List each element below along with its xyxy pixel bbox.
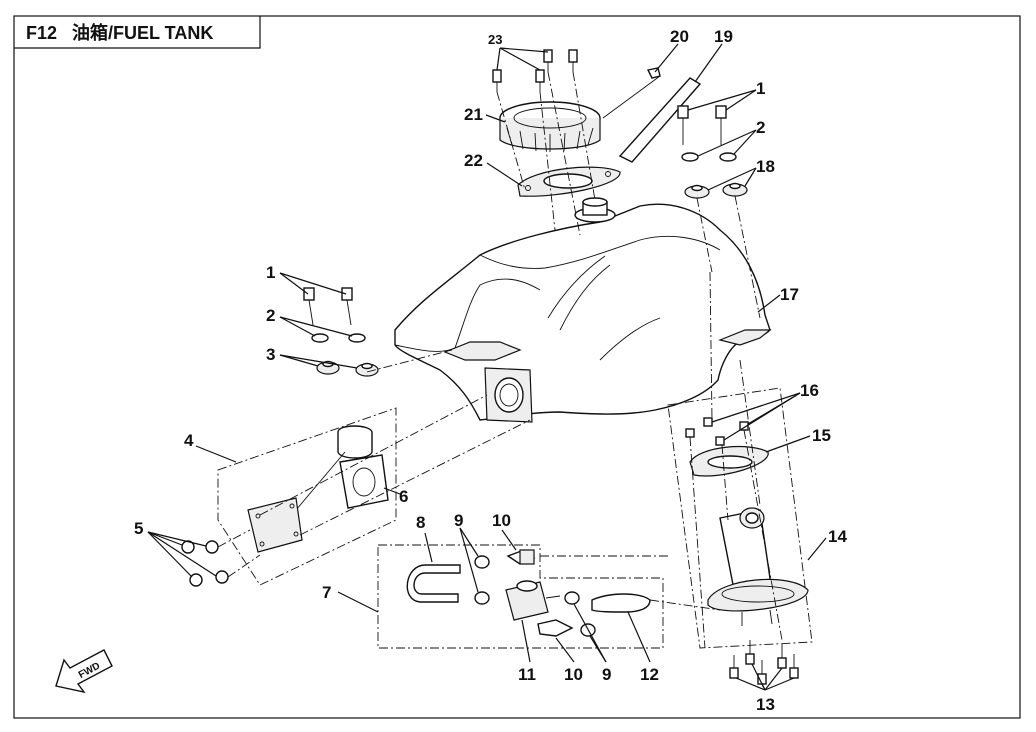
callout-16: 16 <box>800 381 819 400</box>
callout-8: 8 <box>416 513 425 532</box>
callout-23: 23 <box>488 32 502 47</box>
callout-5: 5 <box>134 519 143 538</box>
fuel-pump-14 <box>707 507 809 626</box>
pump-nuts-16 <box>685 417 749 446</box>
cap-screws <box>492 49 578 92</box>
callout-10-top: 10 <box>492 511 511 530</box>
callout-6: 6 <box>399 487 408 506</box>
fuel-cap-ring <box>499 101 601 152</box>
callout-10-bottom: 10 <box>564 665 583 684</box>
callout-18: 18 <box>756 157 775 176</box>
callout-2-left: 2 <box>266 306 275 325</box>
left-mount-bolts <box>303 287 379 377</box>
callout-21: 21 <box>464 105 483 124</box>
callout-7: 7 <box>322 583 331 602</box>
pump-retainer-ring-15 <box>689 445 769 477</box>
quick-connectors-10 <box>506 549 574 637</box>
diagram-title-code: F12 <box>26 23 57 43</box>
callout-9-top: 9 <box>454 511 463 530</box>
diagram-title-name: 油箱/FUEL TANK <box>72 22 213 43</box>
fwd-arrow-icon: FWD <box>55 649 113 694</box>
filter-group-box <box>377 544 664 649</box>
sender-screws <box>181 540 229 587</box>
fuel-cap-gasket <box>517 166 621 197</box>
callout-4: 4 <box>184 431 194 450</box>
title-box: F12 油箱/FUEL TANK <box>14 16 261 49</box>
callout-15: 15 <box>812 426 831 445</box>
sender-group-box <box>217 407 397 586</box>
callout-1-left: 1 <box>266 263 275 282</box>
callout-22: 22 <box>464 151 483 170</box>
callout-1-right: 1 <box>756 79 765 98</box>
outlet-hose-12 <box>591 593 651 613</box>
diagram-frame <box>13 15 1021 719</box>
callout-2-right: 2 <box>756 118 765 137</box>
callout-17: 17 <box>780 285 799 304</box>
callout-12: 12 <box>640 665 659 684</box>
callout-11: 11 <box>518 665 536 684</box>
fuel-tank <box>394 197 772 423</box>
fuel-hose-8 <box>406 564 461 603</box>
callout-labels: 23 20 19 21 22 1 2 18 17 1 2 3 4 5 6 7 8… <box>134 27 847 714</box>
callout-20: 20 <box>670 27 689 46</box>
callout-9-bottom: 9 <box>602 665 611 684</box>
right-mount-bolts <box>677 105 748 199</box>
sender-gasket <box>339 454 389 509</box>
callout-13: 13 <box>756 695 775 714</box>
callout-19: 19 <box>714 27 733 46</box>
callout-14: 14 <box>828 527 847 546</box>
fuel-level-sender <box>247 425 373 553</box>
callout-3: 3 <box>266 345 275 364</box>
fuel-filter-11 <box>505 580 561 621</box>
leader-lines <box>147 43 827 691</box>
pump-bolts-13 <box>729 640 799 685</box>
pump-group-box <box>667 387 813 649</box>
